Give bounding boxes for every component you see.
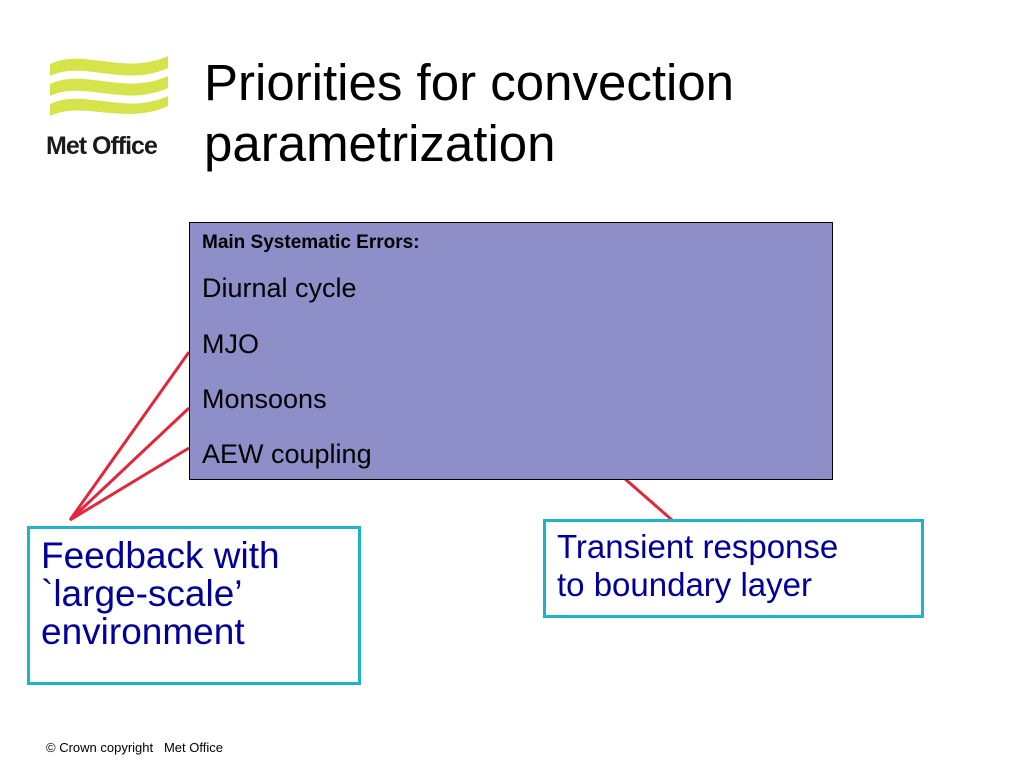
- error-item-monsoons: Monsoons: [202, 384, 327, 414]
- slide-title: Priorities for convection parametrizatio…: [204, 52, 984, 174]
- callout-transient-line-1: Transient response: [557, 528, 839, 565]
- callout-transient-line-2: to boundary layer: [557, 566, 812, 603]
- callout-transient-response: Transient response to boundary layer: [543, 519, 924, 618]
- met-office-logo: Met Office: [44, 50, 174, 170]
- callout-feedback-line-3: environment: [41, 611, 245, 652]
- error-item-mjo: MJO: [202, 329, 259, 359]
- slide-title-line-1: Priorities for convection: [204, 54, 735, 111]
- met-office-wave-icon: [50, 56, 168, 116]
- error-item-aew-coupling: AEW coupling: [202, 439, 372, 469]
- connector-monsoons-to-feedback: [68, 406, 191, 522]
- error-item-diurnal-cycle: Diurnal cycle: [202, 273, 357, 303]
- connector-aew-to-feedback: [69, 446, 190, 522]
- errors-heading: Main Systematic Errors:: [202, 232, 420, 253]
- connector-mjo-to-feedback: [68, 351, 191, 521]
- logo-text: Met Office: [46, 132, 158, 160]
- systematic-errors-box: Main Systematic Errors: Diurnal cycle MJ…: [189, 222, 833, 480]
- slide-title-line-2: parametrization: [204, 115, 556, 172]
- callout-feedback-line-1: Feedback with: [41, 535, 280, 576]
- footer-copyright: © Crown copyright Met Office: [46, 740, 223, 755]
- callout-feedback: Feedback with `large-scale’ environment: [27, 526, 361, 685]
- callout-feedback-line-2: `large-scale’: [41, 573, 243, 614]
